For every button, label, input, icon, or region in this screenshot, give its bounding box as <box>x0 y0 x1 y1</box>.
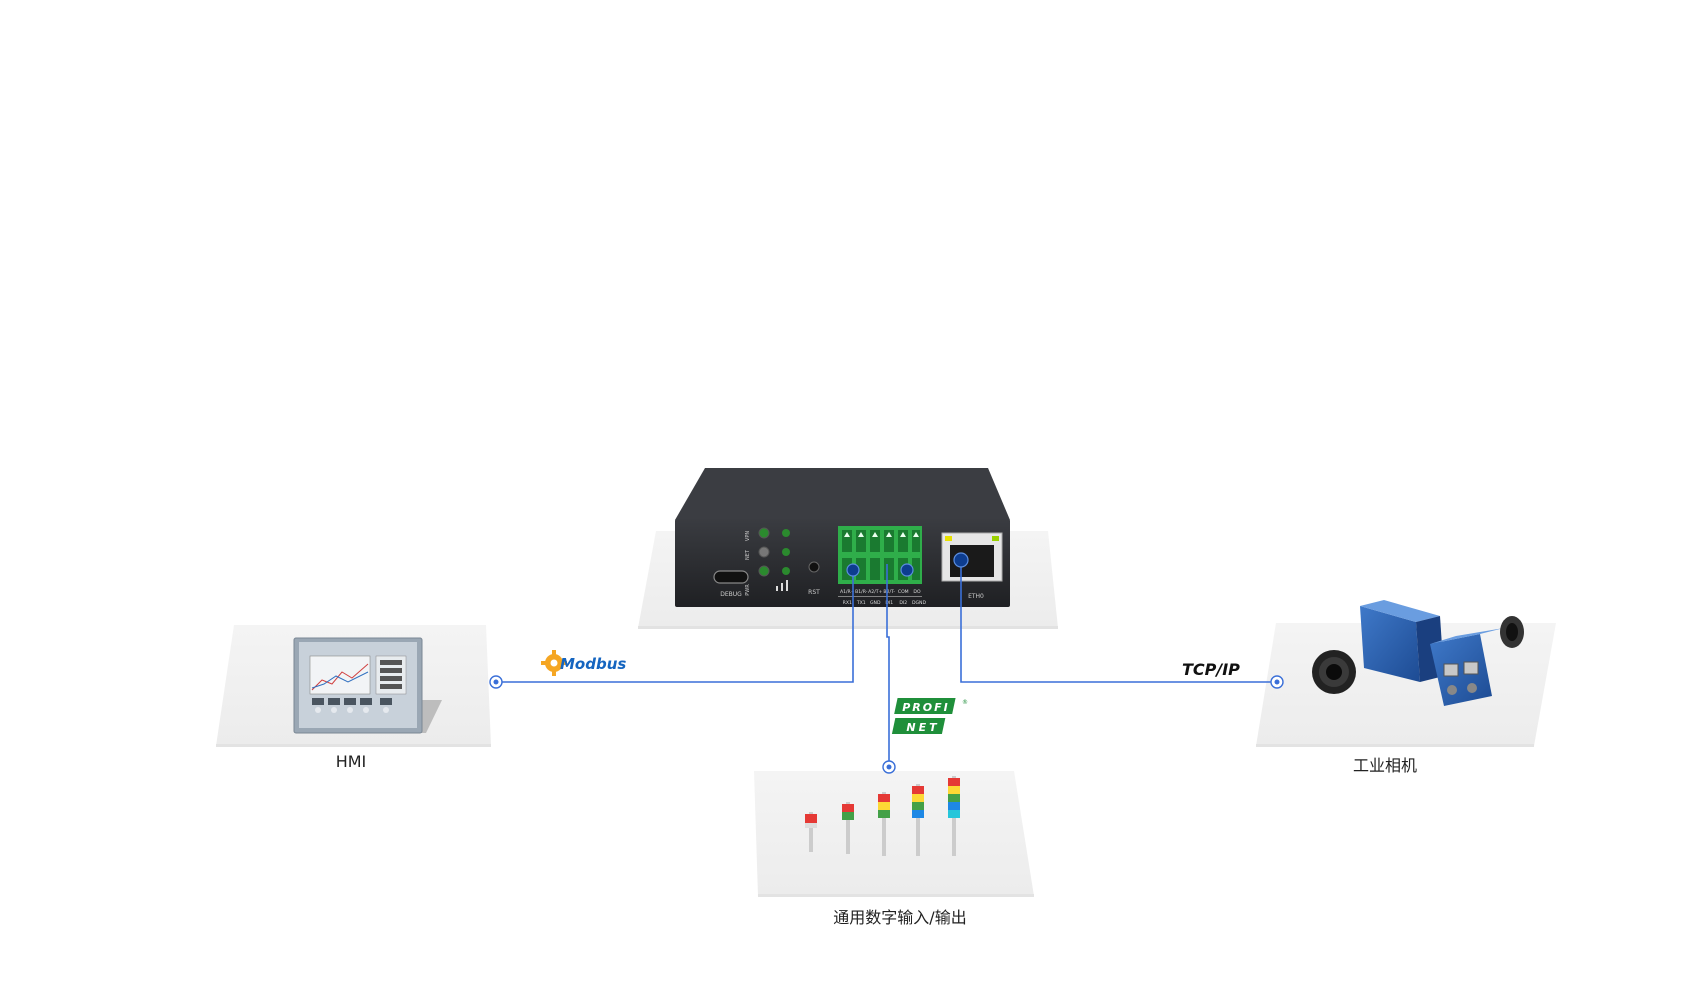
reset-button <box>808 561 820 573</box>
debug-port <box>713 570 749 584</box>
pwr-led <box>758 565 770 577</box>
hmi-label: HMI <box>335 752 367 771</box>
terminal-io-connector <box>900 563 914 577</box>
svg-text:NET: NET <box>745 549 751 560</box>
tower-light-1 <box>805 812 817 852</box>
svg-text:ETH0: ETH0 <box>968 593 984 600</box>
tower-light-3 <box>878 792 890 856</box>
terminal-hmi-connector <box>846 563 860 577</box>
svg-text:PWR: PWR <box>745 584 751 596</box>
io-link-endpoint <box>882 760 896 774</box>
tower-light-2 <box>842 802 854 854</box>
camera-label: 工业相机 <box>1352 756 1417 775</box>
modbus-text: Modbus <box>560 655 626 673</box>
ethernet-connector <box>953 552 969 568</box>
hmi-link-endpoint <box>489 675 503 689</box>
tcpip-logo: TCP/IP <box>1182 660 1240 679</box>
hmi-link <box>496 564 854 683</box>
modbus-gear-icon <box>541 650 567 676</box>
tower-light-5 <box>948 776 960 856</box>
registered-mark-icon: ® <box>962 699 968 706</box>
terminal-top-labels: A1/R+ B1/R- A2/T+ B2/T- COM DO <box>840 589 921 595</box>
io-platform-shape <box>754 771 1034 896</box>
camera-link <box>960 564 1277 683</box>
profinet-text-bottom: NET <box>906 721 939 734</box>
signal-icon <box>776 580 788 591</box>
profinet-logo: PROFI NET ® <box>891 698 968 734</box>
tcpip-text: TCP/IP <box>1182 660 1240 679</box>
tower-light-4 <box>912 784 924 856</box>
io-link <box>886 564 890 767</box>
debug-label: DEBUG <box>720 591 742 598</box>
io-label: 通用数字输入/输出 <box>833 908 967 927</box>
vpn-led <box>758 527 770 539</box>
svg-text:RST: RST <box>808 589 820 596</box>
svg-text:VPN: VPN <box>745 531 751 541</box>
camera-link-endpoint <box>1270 675 1284 689</box>
profinet-text-top: PROFI <box>902 701 950 714</box>
modbus-logo: Modbus <box>541 650 626 676</box>
net-led <box>758 546 770 558</box>
terminal-bottom-labels: RX1 TX1 GND DI1 DI2 DGND <box>843 600 927 606</box>
